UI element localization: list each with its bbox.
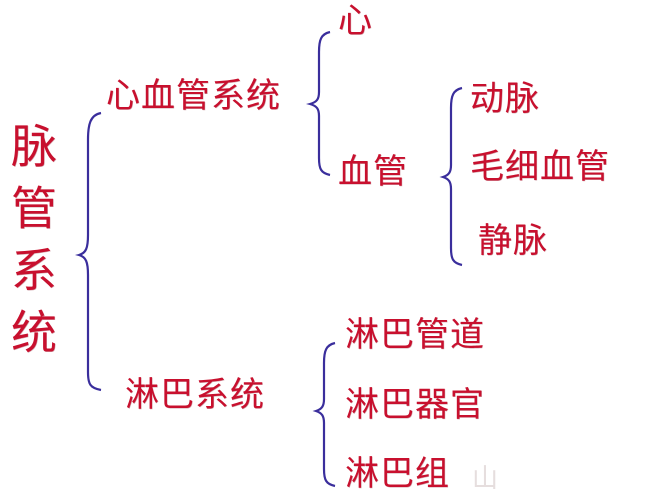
node-capillaries: 毛细血管 <box>470 147 610 187</box>
root-label-vascular-system: 脉管系统 <box>4 122 58 370</box>
node-heart: 心 <box>338 1 373 41</box>
node-lymphatic-organs: 淋巴器官 <box>345 385 485 425</box>
node-veins: 静脉 <box>478 221 548 261</box>
node-cardiovascular-system: 心血管系统 <box>106 76 281 116</box>
node-blood-vessels: 血管 <box>338 152 408 192</box>
lymph-bracket <box>312 341 336 488</box>
root-bracket <box>75 111 102 392</box>
node-lymphatic-tissue: 淋巴组 <box>345 454 450 494</box>
node-lymphatic-system: 淋巴系统 <box>125 375 265 415</box>
cardiovascular-bracket <box>306 30 331 177</box>
node-lymphatic-vessels: 淋巴管道 <box>345 315 485 355</box>
vessel-bracket <box>439 86 463 267</box>
watermark: 山 <box>472 464 499 494</box>
node-arteries: 动脉 <box>470 79 540 119</box>
